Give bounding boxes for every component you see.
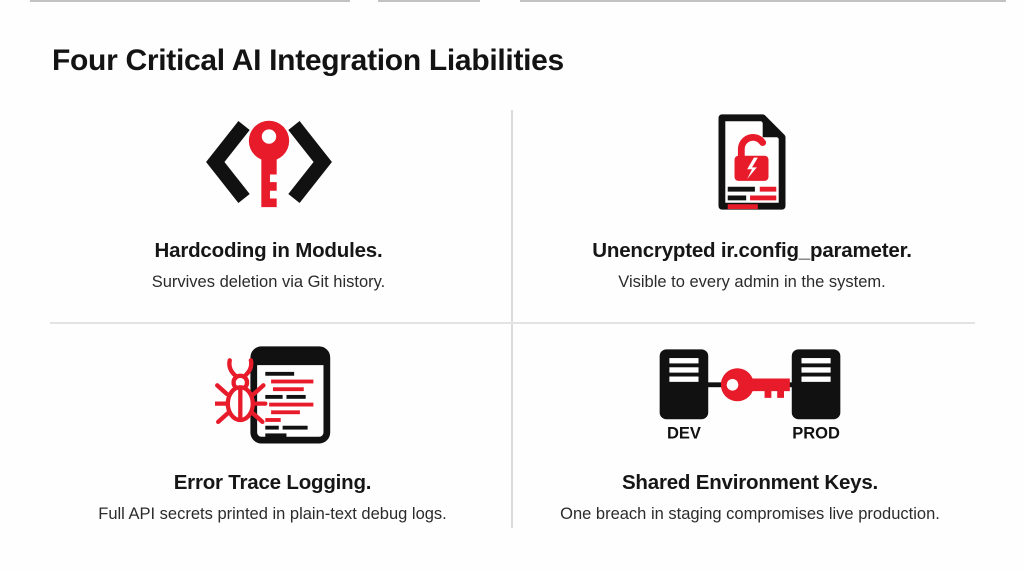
horizontal-divider bbox=[50, 322, 975, 324]
server-key-link-icon: DEV PROD bbox=[648, 344, 852, 444]
quadrant-subtitle: One breach in staging compromises live p… bbox=[560, 505, 940, 523]
quadrant-shared-keys: DEV PROD Shared Environment Keys. One br… bbox=[486, 344, 1014, 525]
quadrant-heading: Error Trace Logging. bbox=[173, 471, 372, 494]
server-label-dev: DEV bbox=[667, 425, 701, 443]
unlocked-document-icon bbox=[708, 112, 796, 212]
top-edge-crop-artifact bbox=[30, 0, 350, 2]
vertical-divider bbox=[511, 110, 513, 528]
page-title: Four Critical AI Integration Liabilities bbox=[52, 44, 564, 77]
quadrant-heading: Shared Environment Keys. bbox=[621, 471, 879, 494]
quadrant-subtitle: Full API secrets printed in plain-text d… bbox=[98, 505, 447, 523]
quadrant-error-trace: Error Trace Logging. Full API secrets pr… bbox=[4, 344, 541, 525]
quadrant-heading: Hardcoding in Modules. bbox=[154, 239, 383, 262]
top-edge-crop-artifact bbox=[520, 0, 1006, 2]
server-label-prod: PROD bbox=[792, 425, 840, 443]
quadrant-heading: Unencrypted ir.config_parameter. bbox=[592, 239, 912, 262]
top-edge-crop-artifact bbox=[378, 0, 480, 2]
code-key-icon bbox=[201, 112, 337, 212]
quadrant-hardcoding: Hardcoding in Modules. Survives deletion… bbox=[0, 112, 537, 293]
quadrant-unencrypted: Unencrypted ir.config_parameter. Visible… bbox=[487, 112, 1017, 293]
quadrant-subtitle: Visible to every admin in the system. bbox=[618, 273, 886, 291]
quadrant-subtitle: Survives deletion via Git history. bbox=[151, 273, 386, 291]
bug-log-window-icon bbox=[214, 344, 331, 444]
